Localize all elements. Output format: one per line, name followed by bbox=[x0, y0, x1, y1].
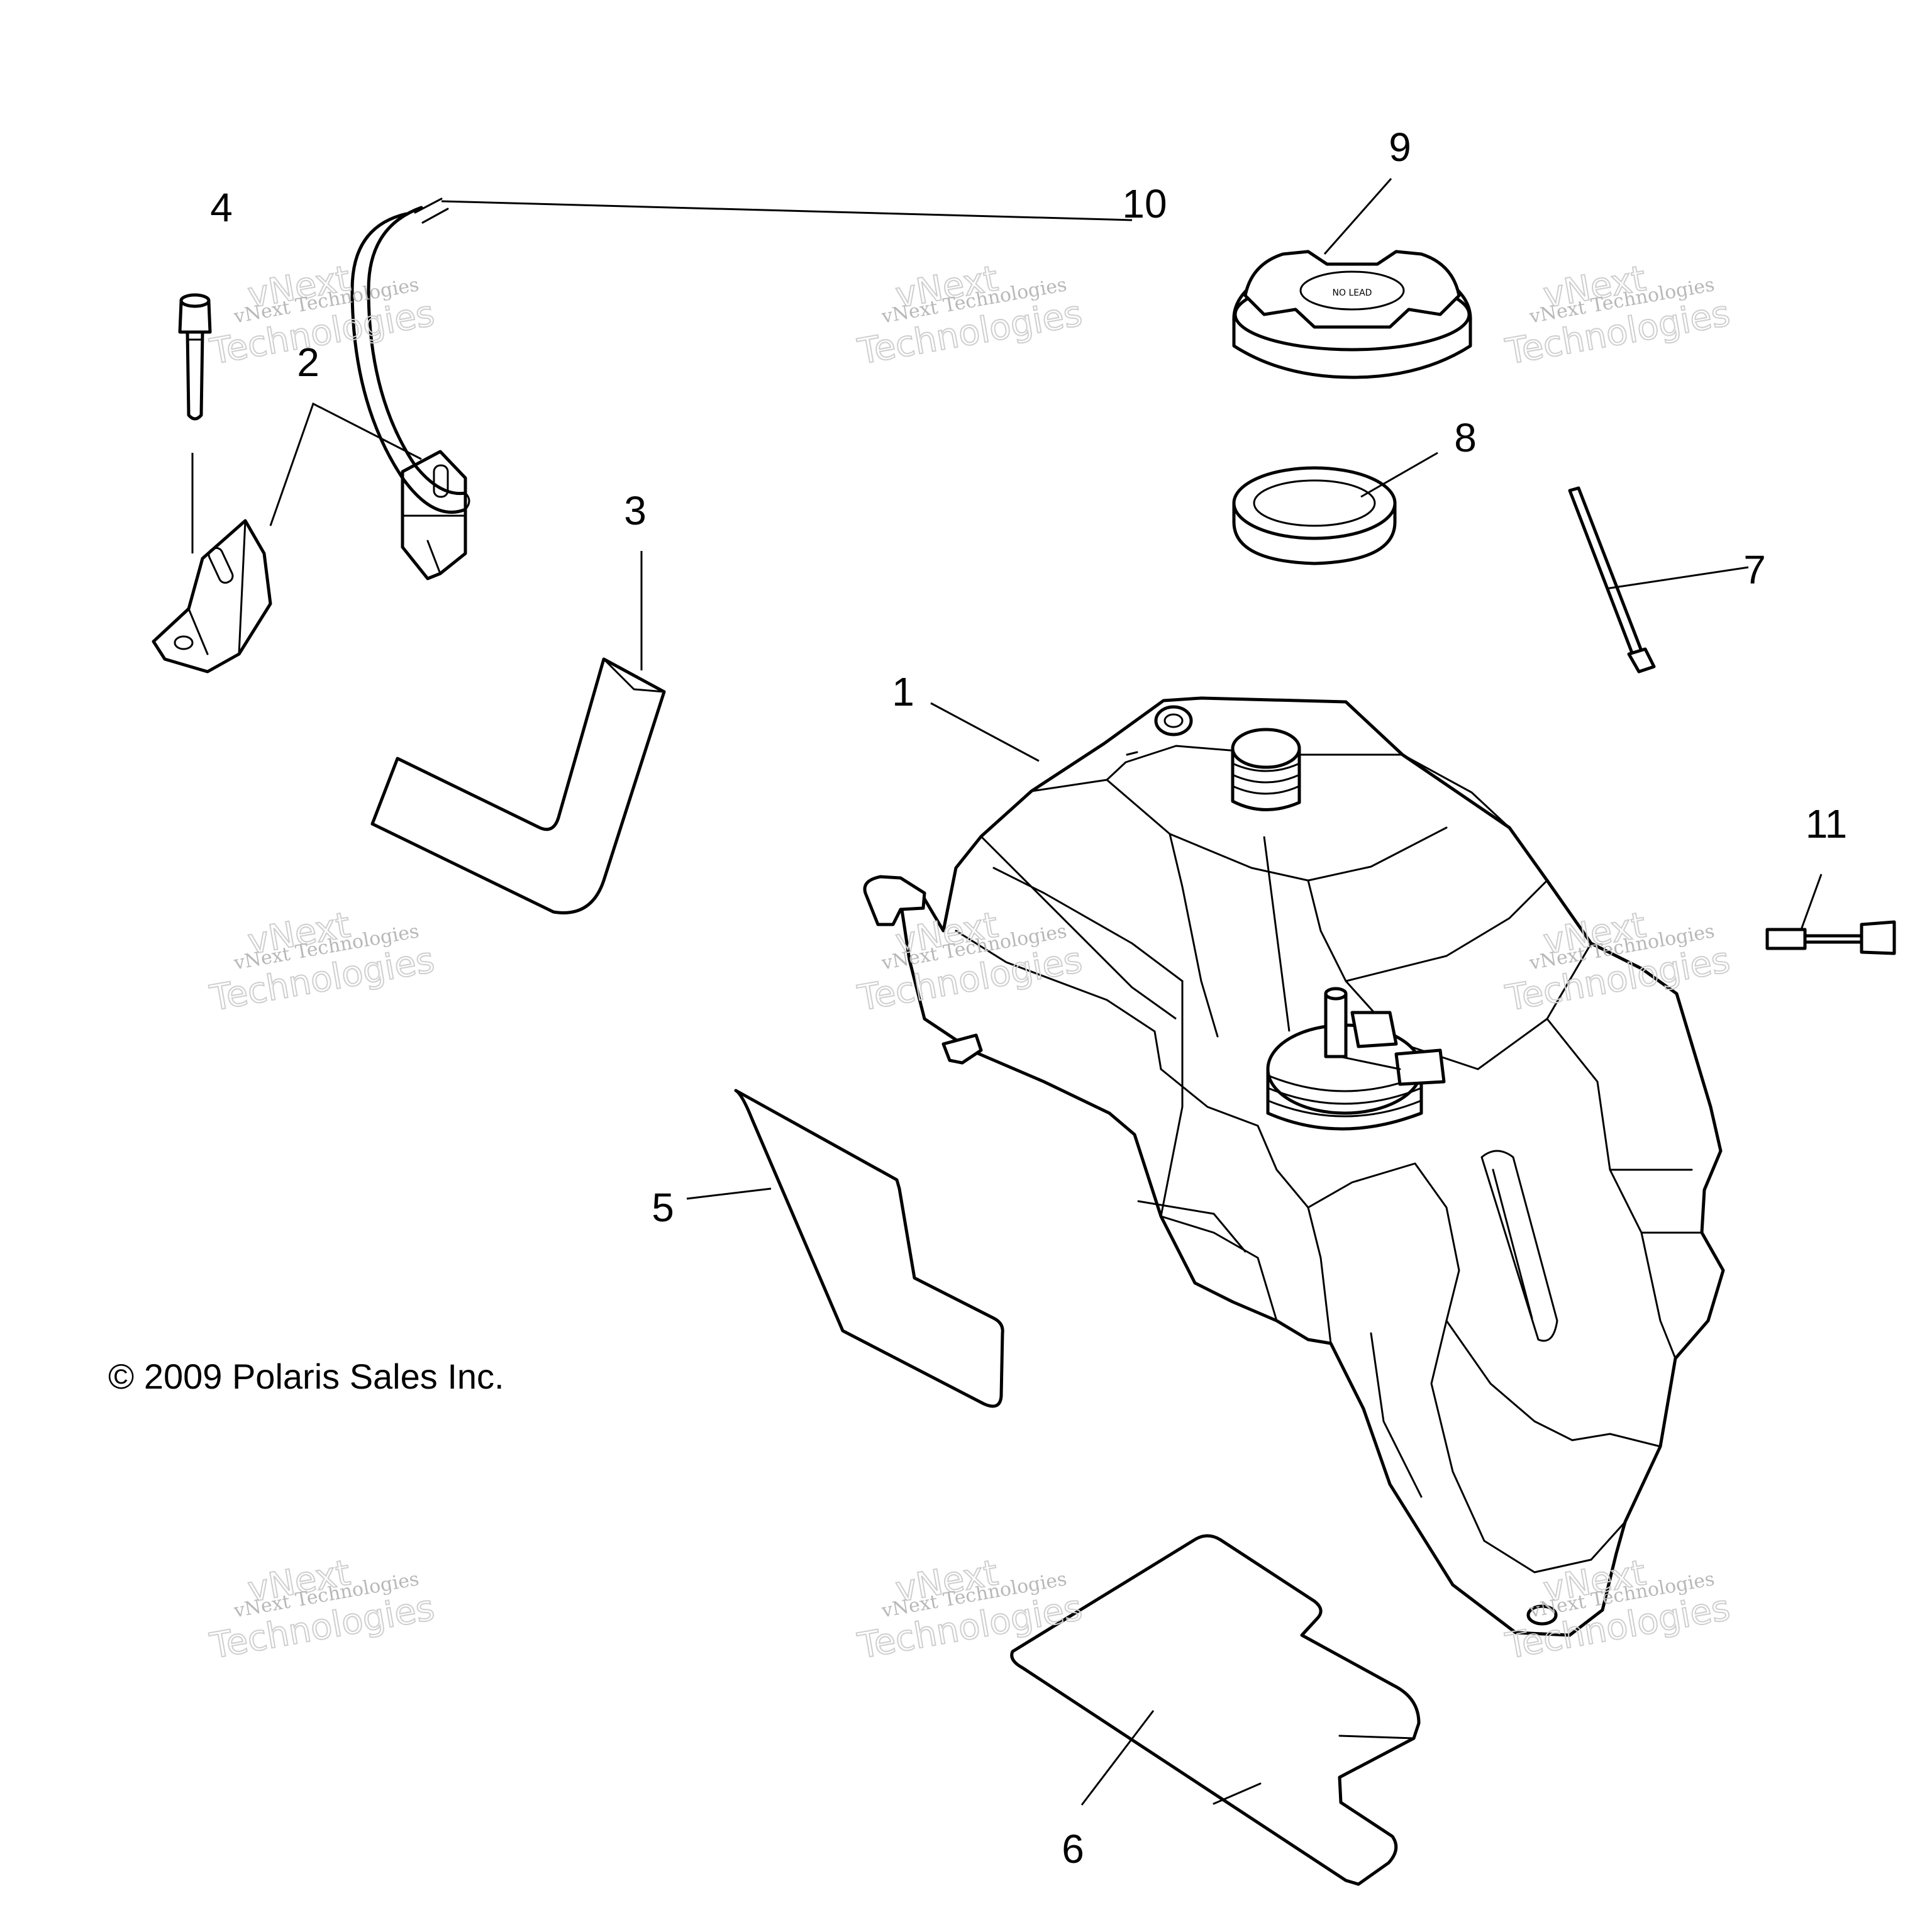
callout-4: 4 bbox=[210, 185, 233, 230]
callout-8: 8 bbox=[1454, 415, 1477, 460]
part-10-hose[interactable] bbox=[350, 197, 470, 514]
callout-3: 3 bbox=[624, 488, 647, 533]
callout-10: 10 bbox=[1122, 181, 1167, 226]
watermark: vNext vNext Technologies Technologies bbox=[206, 904, 438, 1019]
part-6-pad[interactable] bbox=[1010, 1534, 1421, 1886]
part-3-pad[interactable] bbox=[370, 657, 666, 914]
watermark: vNext vNext Technologies Technologies bbox=[854, 257, 1086, 373]
part-7-tie-strap[interactable] bbox=[1568, 486, 1656, 674]
callout-5: 5 bbox=[652, 1185, 674, 1230]
part-2-bracket-left[interactable] bbox=[152, 519, 272, 674]
part-11-connector[interactable] bbox=[1765, 920, 1896, 955]
watermark: vNext vNext Technologies Technologies bbox=[854, 1552, 1086, 1667]
watermark: vNext vNext Technologies Technologies bbox=[206, 257, 438, 373]
callout-6: 6 bbox=[1062, 1826, 1084, 1872]
part-8-gasket[interactable] bbox=[1232, 466, 1397, 565]
part-1-fuel-tank[interactable] bbox=[863, 696, 1725, 1637]
callout-2: 2 bbox=[297, 340, 319, 385]
part-5-pad[interactable] bbox=[734, 1089, 1004, 1408]
part-2-bracket-right[interactable] bbox=[401, 450, 467, 580]
fuel-cap-marking: NO LEAD bbox=[1333, 288, 1372, 298]
part-9-fuel-cap[interactable]: NO LEAD bbox=[1232, 250, 1472, 379]
callout-11: 11 bbox=[1806, 801, 1847, 847]
callout-1: 1 bbox=[892, 669, 914, 714]
watermark: vNext vNext Technologies Technologies bbox=[1502, 1552, 1734, 1667]
part-4-bolt[interactable] bbox=[178, 293, 212, 421]
watermark: vNext vNext Technologies Technologies bbox=[206, 1552, 438, 1667]
watermark: vNext vNext Technologies Technologies bbox=[1502, 257, 1734, 373]
callout-9: 9 bbox=[1389, 125, 1411, 170]
callout-7: 7 bbox=[1743, 547, 1766, 592]
copyright-notice: © 2009 Polaris Sales Inc. bbox=[108, 1357, 504, 1396]
